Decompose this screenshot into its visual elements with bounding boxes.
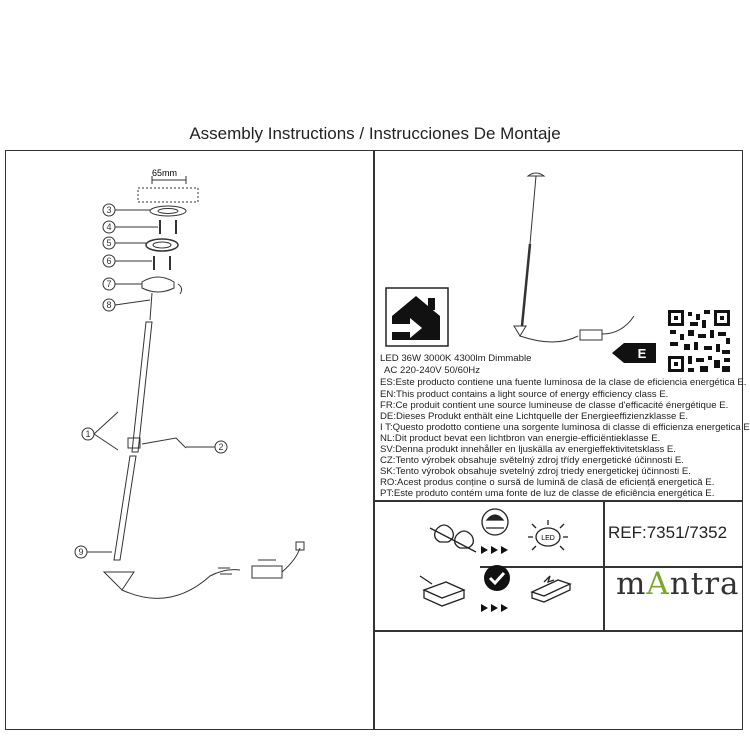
energy-statement: EN:This product contains a light source … bbox=[380, 389, 669, 400]
dimension-label: 65mm bbox=[152, 168, 177, 178]
page-title: Assembly Instructions / Instrucciones De… bbox=[189, 124, 561, 143]
indoor-use-icon bbox=[385, 287, 449, 347]
callout-4: 4 bbox=[106, 222, 111, 232]
check-icon bbox=[484, 565, 510, 591]
energy-statement: SK:Tento výrobok obsahuje svetelný zdroj… bbox=[380, 466, 691, 477]
rotate-arrow bbox=[177, 283, 183, 295]
callout-3: 3 bbox=[106, 205, 111, 215]
callout-8: 8 bbox=[106, 300, 111, 310]
divider-vertical bbox=[373, 150, 375, 730]
energy-statement: ES:Este producto contiene una fuente lum… bbox=[380, 377, 747, 388]
divider-horizontal bbox=[373, 500, 743, 502]
energy-class: E bbox=[638, 346, 647, 361]
callout-5: 5 bbox=[106, 238, 111, 248]
suspension-cable bbox=[149, 292, 153, 321]
spec-line: LED 36W 3000K 4300lm Dimmable bbox=[380, 353, 532, 364]
pendant-driver bbox=[579, 329, 603, 341]
pendant-cable bbox=[529, 175, 537, 245]
divider-horizontal bbox=[480, 566, 743, 568]
callout-9: 9 bbox=[78, 547, 83, 557]
callout-6: 6 bbox=[106, 256, 111, 266]
energy-statement: DE:Dieses Produkt enthält eine Lichtquel… bbox=[380, 411, 689, 422]
pendant-shade bbox=[513, 325, 527, 337]
qr-code bbox=[668, 310, 730, 372]
pendant-rod bbox=[520, 243, 532, 327]
callout-2: 2 bbox=[218, 442, 223, 452]
divider-vertical bbox=[603, 500, 605, 630]
led-icon bbox=[528, 520, 568, 551]
allen-key bbox=[141, 437, 187, 449]
energy-class-label bbox=[612, 343, 656, 363]
plug bbox=[295, 541, 305, 551]
energy-statement: CZ:Tento výrobek obsahuje světelný zdroj… bbox=[380, 455, 684, 466]
installer-icon bbox=[481, 508, 509, 536]
reference-number: REF:7351/7352 bbox=[608, 523, 728, 542]
divider-horizontal bbox=[373, 630, 743, 632]
upper-rod bbox=[131, 321, 153, 453]
energy-statement: RO:Acest produs conține o sursă de lumin… bbox=[380, 477, 715, 488]
power-cable bbox=[121, 569, 241, 599]
energy-statement: I T:Questo prodotto contiene una sorgent… bbox=[380, 422, 750, 433]
energy-statement: PT:Este produto contém uma fonte de luz … bbox=[380, 488, 715, 499]
canopy-plate bbox=[145, 238, 179, 252]
driver-allowed-icon bbox=[530, 575, 572, 603]
energy-statement: NL:Dit product bevat een lichtbron van e… bbox=[380, 433, 661, 444]
cone-shade bbox=[102, 571, 135, 591]
pendant-canopy bbox=[526, 172, 546, 177]
brand-logo: mAntra bbox=[616, 566, 740, 602]
arrow-icon bbox=[481, 546, 508, 612]
ceiling bbox=[137, 187, 199, 203]
spec-line: AC 220-240V 50/60Hz bbox=[384, 365, 480, 376]
driver-not-allowed-icon bbox=[419, 575, 466, 607]
energy-statement: SV:Denna produkt innehåller en ljuskälla… bbox=[380, 444, 676, 455]
rod-connector bbox=[127, 437, 141, 449]
led-icon-label: LED bbox=[541, 535, 555, 542]
bulb-icon bbox=[429, 524, 477, 553]
energy-statement: FR:Ce produit contient une source lumine… bbox=[380, 400, 729, 411]
canopy bbox=[141, 276, 175, 293]
callout-7: 7 bbox=[106, 279, 111, 289]
callout-1: 1 bbox=[85, 429, 90, 439]
mounting-bracket bbox=[149, 205, 187, 217]
lower-rod bbox=[113, 455, 137, 561]
